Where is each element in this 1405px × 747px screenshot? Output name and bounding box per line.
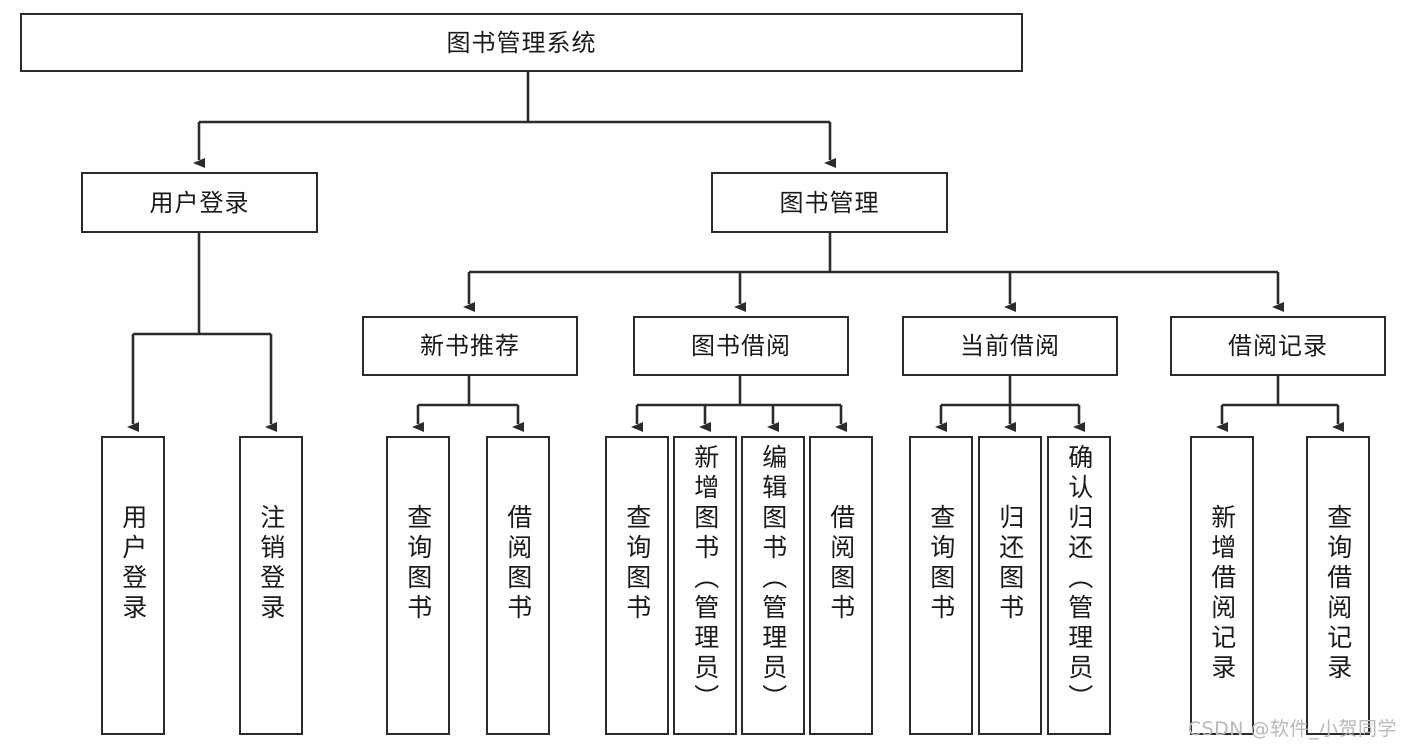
leaf-add-book[interactable]: 新增图书（管理员）: [673, 436, 737, 735]
leaf-edit-book-label: 编辑图书（管理员）: [758, 444, 788, 714]
node-root[interactable]: 图书管理系统: [20, 13, 1023, 72]
leaf-query-book-1[interactable]: 查询图书: [386, 436, 450, 735]
node-book-manage[interactable]: 图书管理: [711, 172, 948, 233]
leaf-query-book-1-label: 查询图书: [403, 504, 433, 624]
node-user-login[interactable]: 用户登录: [81, 172, 318, 233]
node-borrow-record[interactable]: 借阅记录: [1170, 316, 1386, 376]
leaf-add-record-label: 新增借阅记录: [1207, 504, 1237, 684]
leaf-query-book-3[interactable]: 查询图书: [909, 436, 973, 735]
node-new-book-recommend[interactable]: 新书推荐: [362, 316, 578, 376]
node-current-borrow-label: 当前借阅: [960, 332, 1060, 360]
leaf-query-book-2-label: 查询图书: [622, 504, 652, 624]
leaf-query-record[interactable]: 查询借阅记录: [1306, 436, 1370, 735]
leaf-query-book-3-label: 查询图书: [926, 504, 956, 624]
node-book-manage-label: 图书管理: [779, 188, 880, 217]
leaf-confirm-return[interactable]: 确认归还（管理员）: [1047, 436, 1111, 735]
node-current-borrow[interactable]: 当前借阅: [902, 316, 1118, 376]
leaf-borrow-book-1-label: 借阅图书: [503, 504, 533, 624]
leaf-return-book[interactable]: 归还图书: [978, 436, 1042, 735]
node-user-login-label: 用户登录: [149, 188, 250, 217]
node-new-book-recommend-label: 新书推荐: [420, 332, 520, 360]
node-book-borrow-label: 图书借阅: [691, 332, 791, 360]
leaf-confirm-return-label: 确认归还（管理员）: [1064, 444, 1094, 714]
leaf-return-book-label: 归还图书: [995, 504, 1025, 624]
leaf-user-login[interactable]: 用户登录: [101, 436, 165, 735]
node-book-borrow[interactable]: 图书借阅: [633, 316, 849, 376]
leaf-logout[interactable]: 注销登录: [239, 436, 303, 735]
watermark: CSDN @软件_小贺同学: [1187, 718, 1397, 740]
leaf-user-login-label: 用户登录: [118, 504, 148, 624]
node-root-label: 图书管理系统: [446, 28, 597, 57]
leaf-query-record-label: 查询借阅记录: [1323, 504, 1353, 684]
node-borrow-record-label: 借阅记录: [1228, 332, 1328, 360]
leaf-borrow-book-2[interactable]: 借阅图书: [809, 436, 873, 735]
leaf-logout-label: 注销登录: [256, 504, 286, 624]
leaf-add-book-label: 新增图书（管理员）: [690, 444, 720, 714]
leaf-borrow-book-2-label: 借阅图书: [826, 504, 856, 624]
leaf-edit-book[interactable]: 编辑图书（管理员）: [741, 436, 805, 735]
leaf-add-record[interactable]: 新增借阅记录: [1190, 436, 1254, 735]
leaf-borrow-book-1[interactable]: 借阅图书: [486, 436, 550, 735]
leaf-query-book-2[interactable]: 查询图书: [605, 436, 669, 735]
